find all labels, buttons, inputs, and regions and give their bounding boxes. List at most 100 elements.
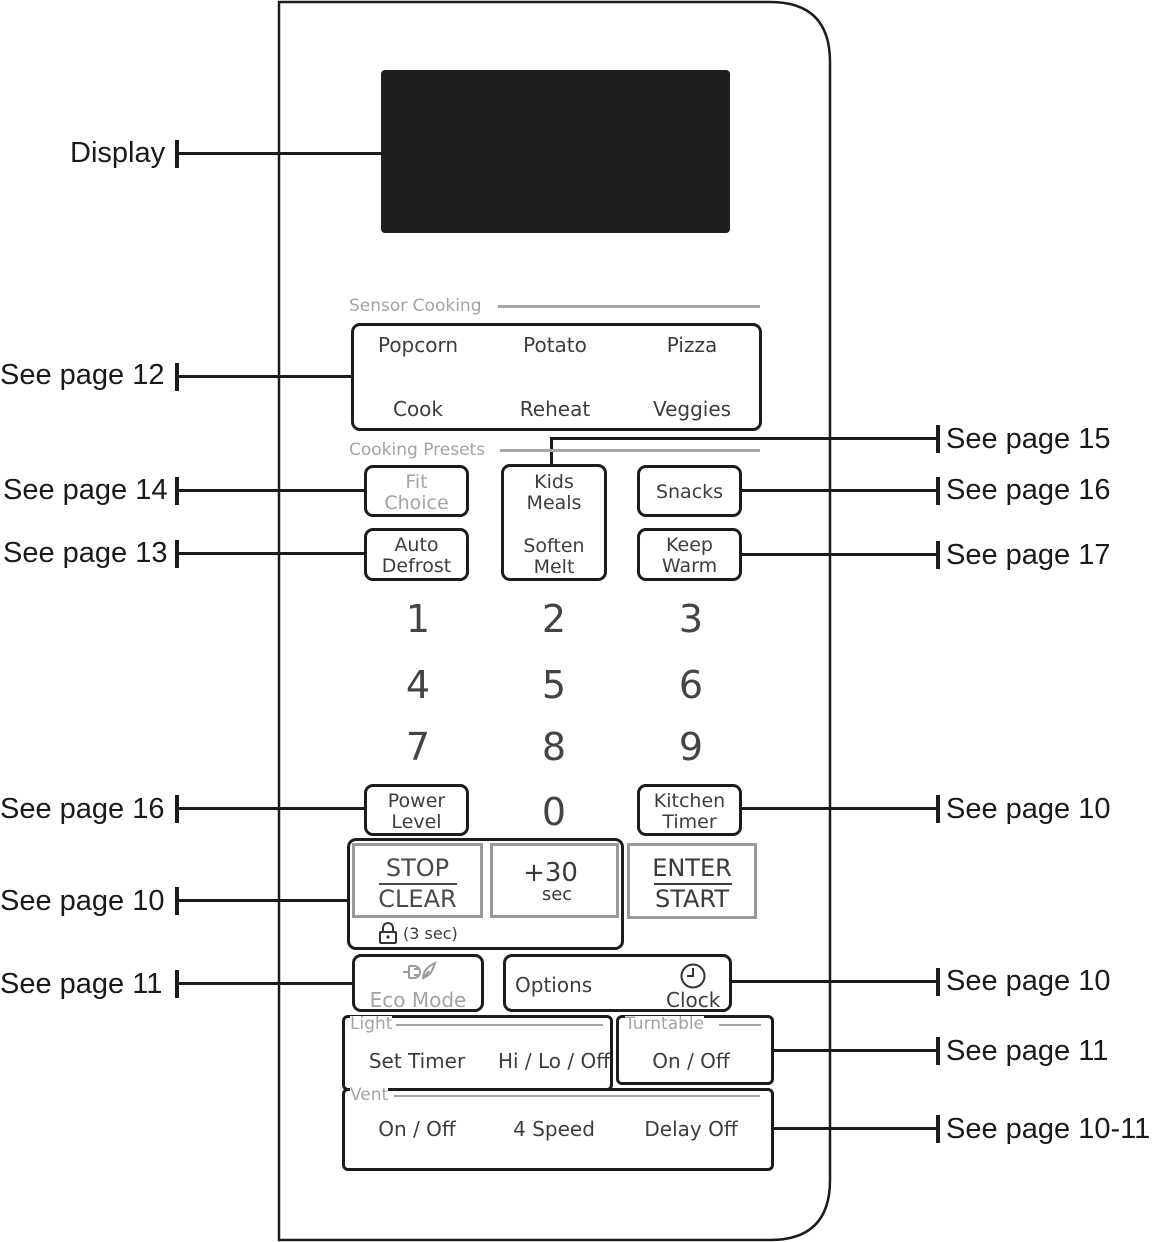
key-1[interactable]: 1 (405, 597, 431, 641)
callout-eco-mode: See page 11 (0, 968, 163, 1000)
keep-warm-button[interactable]: Keep Warm (637, 528, 742, 581)
light-rule (396, 1024, 603, 1026)
snacks-button[interactable]: Snacks (637, 465, 742, 517)
callout-power-level-tick (175, 795, 179, 823)
turntable-title: Turntable (625, 1014, 705, 1034)
clear-label: CLEAR (378, 885, 457, 913)
sensor-veggies-button[interactable]: Veggies (652, 397, 732, 421)
key-9[interactable]: 9 (678, 725, 704, 769)
vent-on-off-button[interactable]: On / Off (378, 1117, 456, 1141)
vent-rule (394, 1095, 760, 1097)
callout-options-clock: See page 10 (946, 965, 1111, 997)
callout-eco-mode-line (178, 982, 354, 985)
options-clock-button[interactable]: Options Clock (503, 954, 732, 1012)
display-screen (381, 70, 730, 233)
callout-auto-defrost-line (178, 552, 365, 555)
kids-meals-soften-melt-button[interactable]: Kids Meals Soften Melt (501, 464, 607, 581)
soften-melt-line1: Soften (523, 535, 585, 557)
stop-label: STOP (385, 854, 450, 882)
soften-melt-line2: Melt (533, 556, 575, 578)
sensor-reheat-button[interactable]: Reheat (519, 397, 591, 421)
callout-kitchen-timer: See page 10 (946, 793, 1111, 825)
callout-options-clock-line (731, 980, 938, 983)
eco-mode-label: Eco Mode (369, 988, 467, 1012)
callout-fit-choice: See page 14 (3, 474, 168, 506)
sensor-pizza-button[interactable]: Pizza (666, 333, 718, 357)
key-0[interactable]: 0 (541, 790, 567, 834)
cooking-presets-title: Cooking Presets (349, 440, 486, 460)
sensor-potato-button[interactable]: Potato (523, 333, 587, 357)
sensor-cooking-group (351, 323, 762, 431)
callout-snacks-tick (936, 477, 940, 505)
callout-sensor-tick (175, 363, 179, 391)
fit-choice-line1: Fit (405, 471, 428, 493)
kitchen-timer-button[interactable]: Kitchen Timer (637, 784, 742, 836)
callout-stop-clear-tick (175, 887, 179, 915)
callout-power-level-line (178, 807, 365, 810)
callout-sensor-line (178, 375, 353, 378)
callout-snacks: See page 16 (946, 474, 1111, 506)
vent-delay-off-button[interactable]: Delay Off (644, 1117, 738, 1141)
callout-kids-meals: See page 15 (946, 423, 1111, 455)
eco-mode-button[interactable]: Eco Mode (352, 954, 484, 1012)
callout-auto-defrost: See page 13 (3, 537, 168, 569)
vent-title: Vent (350, 1085, 389, 1105)
vent-4-speed-button[interactable]: 4 Speed (513, 1117, 595, 1141)
key-2[interactable]: 2 (541, 597, 567, 641)
callout-fit-choice-line (178, 489, 365, 492)
callout-vent: See page 10-11 (946, 1113, 1151, 1145)
plus30-button[interactable]: +30 sec (490, 843, 619, 918)
turntable-rule (719, 1024, 761, 1026)
keep-warm-line2: Warm (661, 555, 718, 577)
fit-choice-line2: Choice (384, 492, 449, 514)
sensor-cook-button[interactable]: Cook (392, 397, 444, 421)
auto-defrost-line2: Defrost (381, 555, 452, 577)
callout-power-level: See page 16 (0, 793, 165, 825)
stop-plus30-group (347, 838, 624, 950)
key-4[interactable]: 4 (405, 663, 431, 707)
callout-sensor: See page 12 (0, 359, 165, 391)
auto-defrost-button[interactable]: Auto Defrost (364, 528, 469, 581)
sensor-cooking-rule (498, 305, 760, 308)
callout-vent-tick (936, 1115, 940, 1143)
lock-icon (378, 922, 398, 949)
callout-stop-clear: See page 10 (0, 885, 165, 917)
fit-choice-button[interactable]: Fit Choice (364, 465, 469, 517)
key-3[interactable]: 3 (678, 597, 704, 641)
kitchen-timer-line1: Kitchen (653, 790, 726, 812)
enter-label: ENTER (652, 854, 732, 882)
sensor-popcorn-button[interactable]: Popcorn (377, 333, 459, 357)
turntable-on-off-button[interactable]: On / Off (652, 1049, 730, 1073)
light-group (342, 1015, 613, 1091)
enter-start-button[interactable]: ENTER START (627, 843, 757, 919)
callout-turntable-tick (936, 1037, 940, 1065)
callout-kitchen-timer-line (741, 807, 938, 810)
callout-stop-clear-line (178, 899, 350, 902)
plus30-label: +30 (523, 858, 578, 888)
callout-kids-meals-tick (936, 425, 940, 453)
display-leader-tick (175, 140, 179, 168)
stop-clear-button[interactable]: STOP CLEAR (352, 843, 483, 918)
light-title: Light (350, 1014, 393, 1034)
light-hi-lo-off-button[interactable]: Hi / Lo / Off (497, 1049, 611, 1073)
callout-keep-warm: See page 17 (946, 539, 1111, 571)
callout-keep-warm-tick (936, 541, 940, 569)
display-label: Display (70, 137, 166, 169)
key-7[interactable]: 7 (405, 725, 431, 769)
light-set-timer-button[interactable]: Set Timer (368, 1049, 466, 1073)
key-5[interactable]: 5 (541, 663, 567, 707)
options-label: Options (515, 973, 593, 997)
power-level-button[interactable]: Power Level (364, 784, 469, 836)
start-label: START (654, 885, 730, 913)
key-8[interactable]: 8 (541, 725, 567, 769)
callout-eco-mode-tick (175, 970, 179, 998)
clock-icon (679, 962, 707, 995)
clock-label: Clock (666, 988, 721, 1012)
callout-auto-defrost-tick (175, 540, 179, 568)
key-6[interactable]: 6 (678, 663, 704, 707)
enter-start-divider (654, 883, 732, 885)
cooking-presets-rule (500, 449, 760, 452)
callout-turntable: See page 11 (946, 1035, 1109, 1067)
